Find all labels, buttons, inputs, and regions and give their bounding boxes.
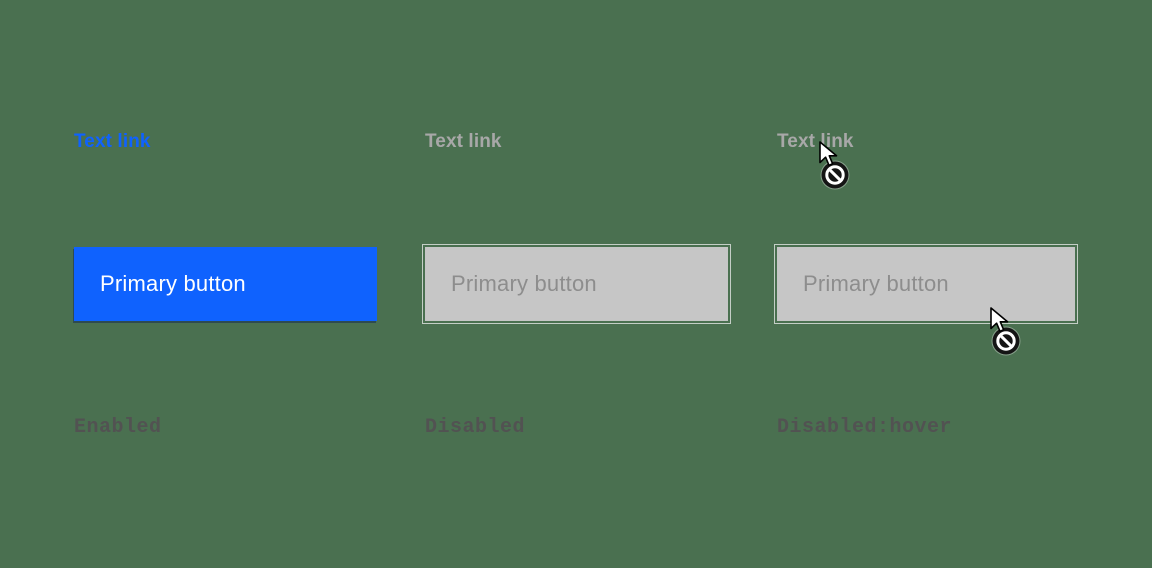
text-link-enabled[interactable]: Text link (74, 131, 151, 152)
state-label-disabled: Disabled (425, 416, 526, 439)
state-label-enabled: Enabled (74, 416, 162, 439)
primary-button-disabled-hover[interactable]: Primary button (774, 244, 1078, 324)
primary-button-disabled[interactable]: Primary button (422, 244, 731, 324)
state-label-disabled-hover: Disabled:hover (777, 416, 953, 439)
text-link-disabled[interactable]: Text link (425, 131, 502, 152)
primary-button-enabled[interactable]: Primary button (74, 247, 377, 321)
text-link-disabled-hover[interactable]: Text link (777, 131, 854, 152)
